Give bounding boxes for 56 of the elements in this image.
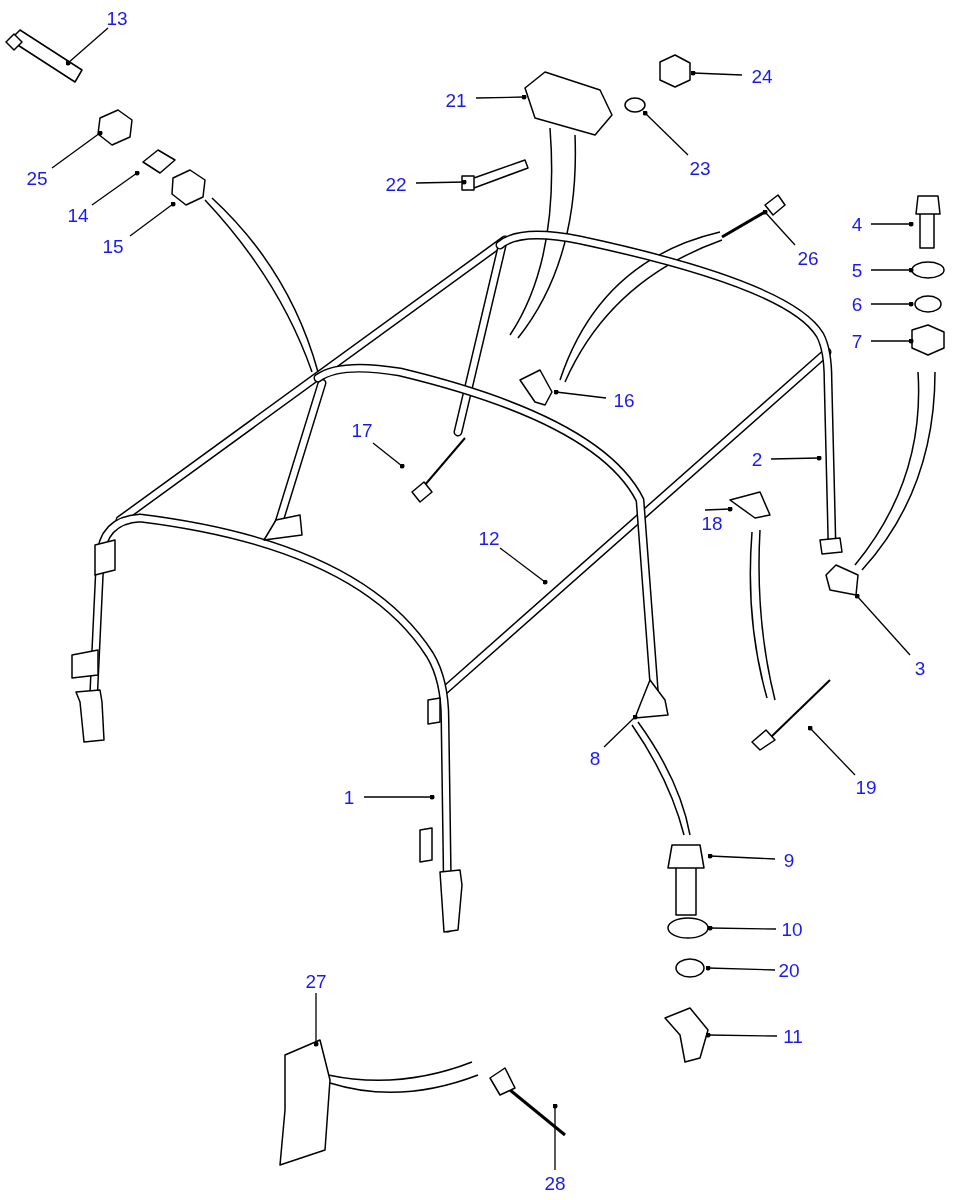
leader-line [475, 94, 527, 100]
leader-line [499, 547, 548, 585]
leader-line [603, 714, 638, 748]
leader-line [707, 853, 776, 860]
leader-line [363, 794, 435, 800]
leader-line [690, 70, 743, 76]
leader-line [707, 925, 777, 931]
callout-number: 7 [851, 331, 863, 351]
callout-number: 9 [783, 850, 795, 870]
callout-number: 17 [351, 420, 373, 440]
callout-number: 6 [851, 294, 863, 314]
callout-number: 21 [445, 90, 467, 110]
callout-number: 15 [102, 236, 124, 256]
callout-number: 13 [106, 8, 128, 28]
leader-line [705, 1032, 778, 1038]
callout-number: 26 [797, 248, 819, 268]
callout-number: 25 [26, 168, 48, 188]
leader-line [870, 338, 914, 344]
leader-line [372, 442, 405, 469]
leader-line [870, 267, 914, 273]
leader-line [313, 992, 319, 1047]
callout-number: 11 [783, 1026, 803, 1046]
leader-line [51, 130, 103, 169]
leader-line [704, 506, 733, 512]
leader-line [553, 389, 607, 399]
callout-number: 10 [781, 919, 803, 939]
leader-line [705, 965, 776, 971]
callout-number: 27 [305, 971, 327, 991]
callout-number: 12 [478, 528, 500, 548]
callout-number: 24 [751, 66, 773, 86]
callout-number: 19 [855, 777, 877, 797]
callout-number: 18 [701, 513, 723, 533]
callout-number: 3 [914, 658, 926, 678]
leader-line [870, 301, 914, 307]
callout-number: 8 [589, 748, 601, 768]
callout-number: 14 [67, 205, 89, 225]
callout-number: 22 [385, 174, 407, 194]
leader-line [770, 455, 822, 461]
leader-line [91, 170, 140, 206]
leader-line [65, 27, 109, 66]
callout-number: 20 [778, 960, 800, 980]
leader-line [854, 593, 911, 656]
leader-line [642, 110, 689, 156]
callout-number: 1 [343, 787, 355, 807]
callout-number: 2 [751, 449, 763, 469]
callout-number: 4 [851, 214, 863, 234]
leader-line [870, 221, 914, 227]
leader-line [129, 201, 176, 237]
callout-number: 28 [544, 1173, 566, 1193]
callout-number: 23 [689, 158, 711, 178]
callout-number: 5 [851, 260, 863, 280]
leader-line [807, 725, 856, 776]
leader-line [762, 209, 796, 246]
callout-number: 16 [613, 390, 635, 410]
leader-line [552, 1103, 558, 1171]
leader-line [415, 179, 467, 185]
